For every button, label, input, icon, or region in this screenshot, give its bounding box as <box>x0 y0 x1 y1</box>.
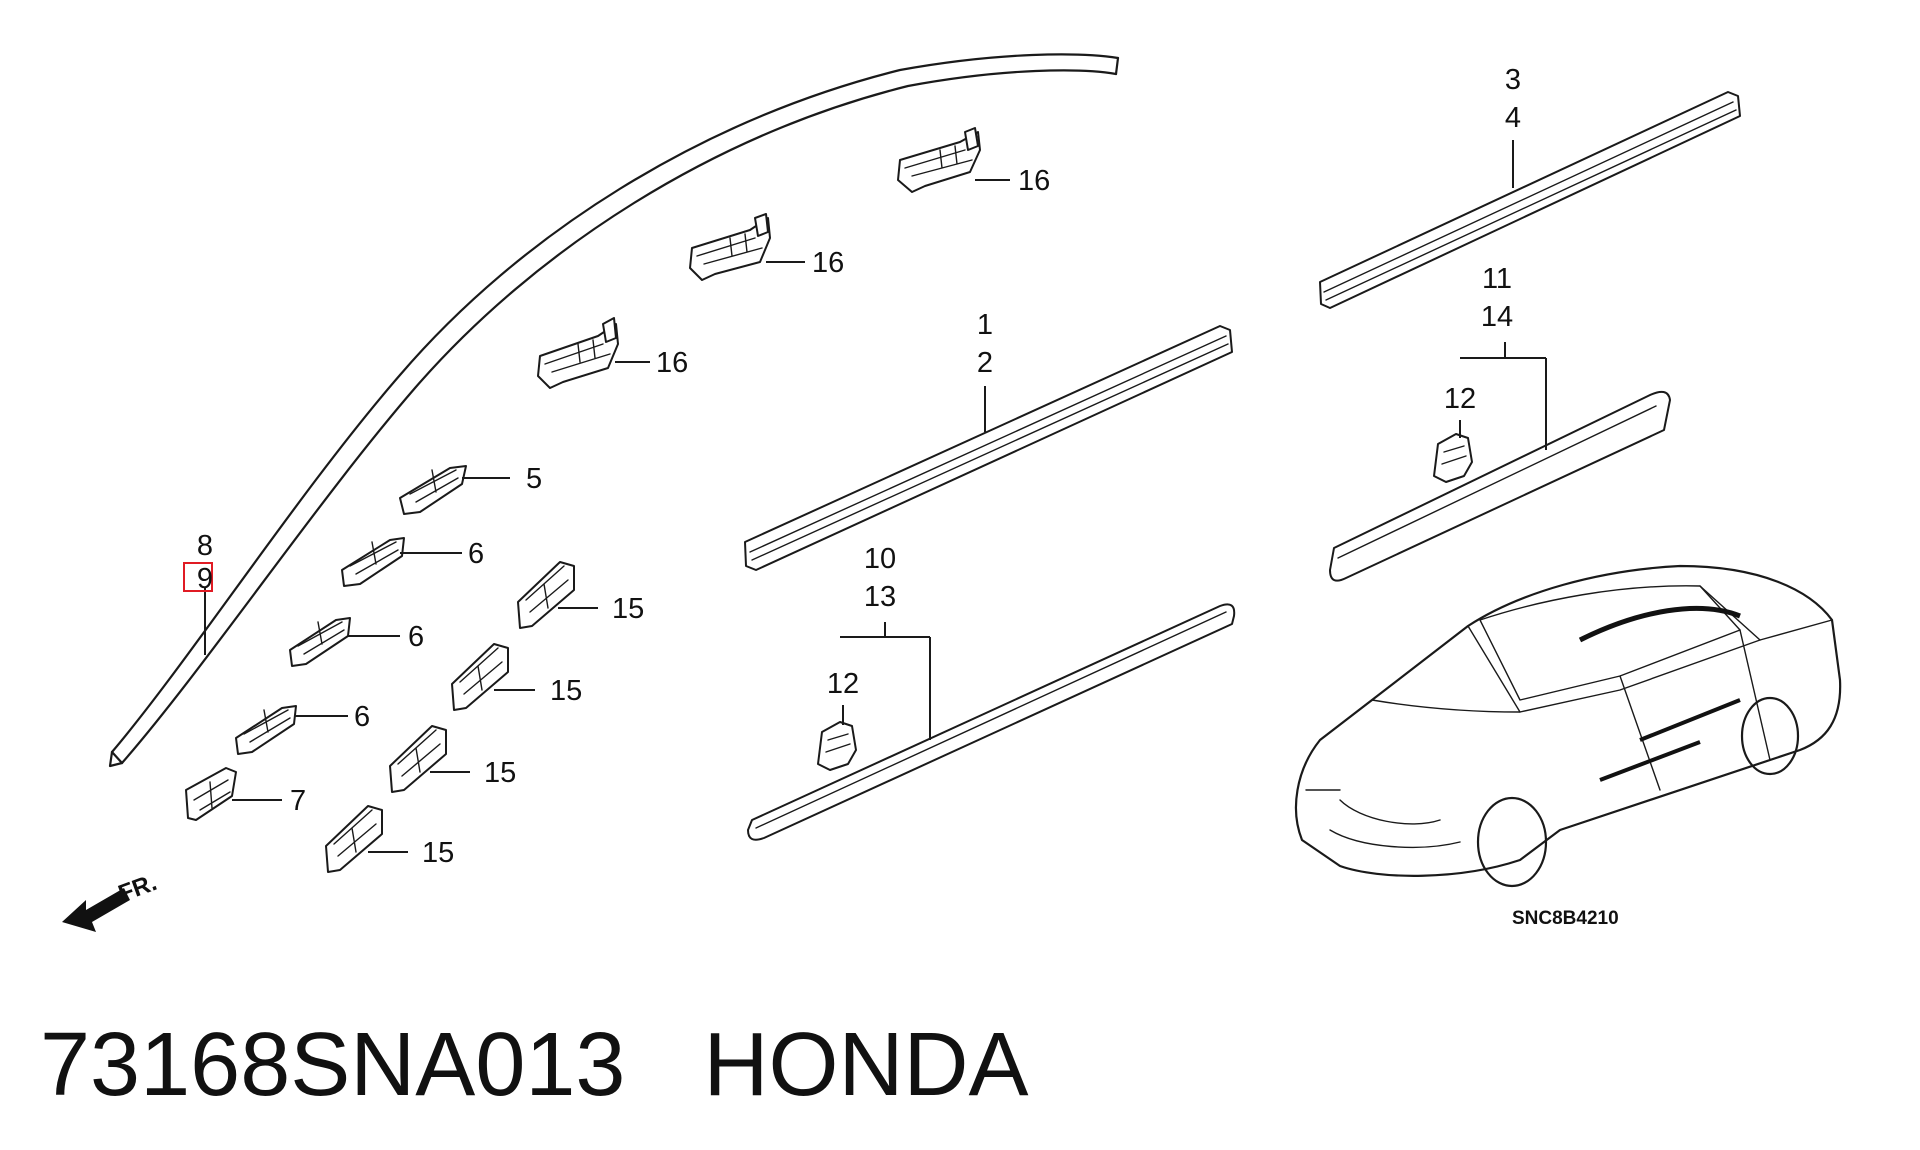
callout-11: 11 <box>1482 263 1512 295</box>
callout-15-c: 15 <box>484 757 516 789</box>
callout-15-b: 15 <box>550 675 582 707</box>
clip-15-b[interactable] <box>451 643 509 711</box>
callout-9[interactable]: 9 <box>197 563 213 595</box>
clip-15-c[interactable] <box>389 725 447 793</box>
callout-2: 2 <box>977 347 993 379</box>
highlight-box <box>183 562 213 592</box>
callout-8: 8 <box>197 530 213 562</box>
front-arrow-icon <box>62 888 130 932</box>
clip-15-d[interactable] <box>325 805 383 873</box>
roof-clip-16-c[interactable] <box>537 317 619 389</box>
diagram-code: SNC8B4210 <box>1512 908 1619 929</box>
callout-5: 5 <box>526 463 542 495</box>
callout-13: 13 <box>864 581 896 613</box>
callout-6-b: 6 <box>408 621 424 653</box>
front-door-belt-molding[interactable] <box>744 325 1233 571</box>
rear-door-belt-molding[interactable] <box>1319 91 1741 309</box>
front-door-side-molding[interactable] <box>747 603 1236 841</box>
clip-7[interactable] <box>185 767 237 821</box>
clip-12-front[interactable] <box>817 721 857 771</box>
callout-10: 10 <box>864 543 896 575</box>
clip-6-c[interactable] <box>235 705 297 755</box>
clip-15-a[interactable] <box>517 561 575 629</box>
clip-6-b[interactable] <box>289 617 351 667</box>
callout-16-a: 16 <box>1018 165 1050 197</box>
rear-door-side-molding[interactable] <box>1329 390 1671 582</box>
front-arrow-label: FR. <box>115 869 161 908</box>
roof-molding[interactable] <box>108 53 1120 768</box>
car-illustration <box>1294 564 1842 888</box>
callout-15-d: 15 <box>422 837 454 869</box>
callout-16-b: 16 <box>812 247 844 279</box>
callout-12-front: 12 <box>827 668 859 700</box>
callout-7: 7 <box>290 785 306 817</box>
callout-15-a: 15 <box>612 593 644 625</box>
footer: 73168SNA013 HONDA <box>40 1010 1029 1120</box>
callout-14: 14 <box>1481 301 1513 333</box>
clip-6-a[interactable] <box>341 537 405 587</box>
roof-clip-16-a[interactable] <box>897 127 981 193</box>
brand-name: HONDA <box>703 1015 1029 1115</box>
callout-16-c: 16 <box>656 347 688 379</box>
roof-clip-16-b[interactable] <box>689 213 771 281</box>
callout-6-c: 6 <box>354 701 370 733</box>
callout-6-a: 6 <box>468 538 484 570</box>
callout-12-rear: 12 <box>1444 383 1476 415</box>
clip-12-rear[interactable] <box>1433 433 1473 483</box>
clip-5[interactable] <box>399 465 467 515</box>
leader-lines <box>204 140 1547 853</box>
part-number: 73168SNA013 <box>40 1015 626 1115</box>
callout-1: 1 <box>977 309 993 341</box>
callout-3: 3 <box>1505 64 1521 96</box>
callout-4: 4 <box>1505 102 1521 134</box>
